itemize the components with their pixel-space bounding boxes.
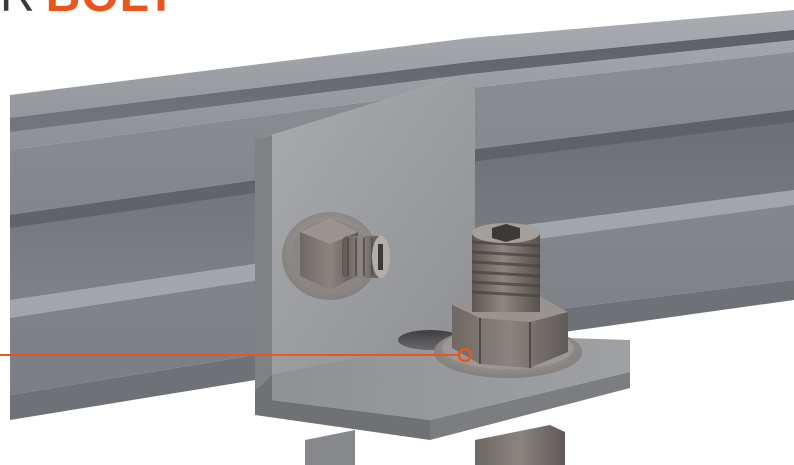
- title-heading: R BOLT: [0, 0, 177, 20]
- title-prefix: R: [0, 0, 36, 20]
- title-accent: BOLT: [46, 0, 177, 20]
- callout-marker-circle: [457, 347, 473, 363]
- vertical-bolt-assembly: [434, 223, 582, 465]
- callout-leader: [0, 347, 473, 363]
- side-flange-nut: [282, 212, 390, 300]
